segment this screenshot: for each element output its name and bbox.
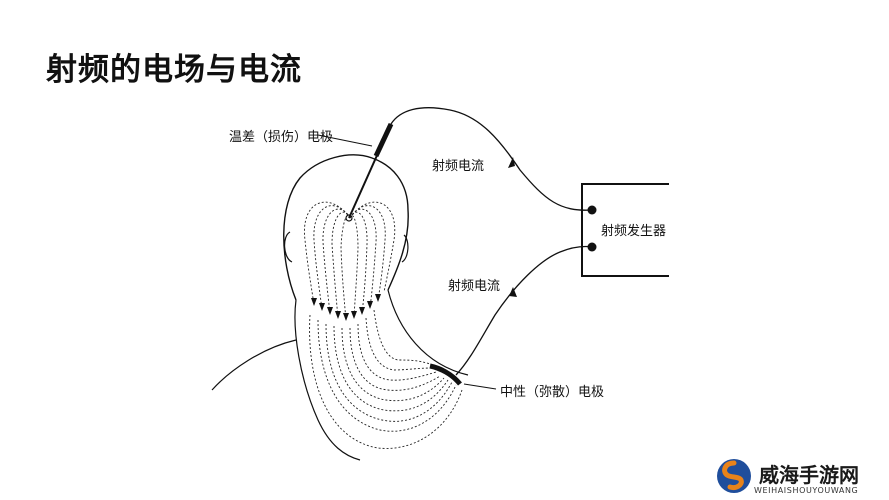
arrow-top: [508, 157, 515, 168]
field-lines-neck: [309, 309, 463, 449]
electrode-tip: [345, 214, 353, 222]
arrow-bottom: [509, 287, 517, 297]
head-outline: [283, 154, 409, 301]
field-arrowheads: [311, 294, 381, 321]
neutral-electrode-pointer: [463, 383, 497, 390]
temp-electrode-pointer: [317, 134, 373, 147]
generator-terminal-top: [587, 205, 597, 215]
neutral-electrode-label: 中性（弥散）电极: [500, 385, 605, 400]
rf-current-bottom-label: 射频电流: [448, 279, 501, 294]
left-ear: [284, 231, 293, 263]
cable-bottom: [455, 245, 593, 376]
shoulder-left: [211, 339, 297, 391]
generator-terminal-bottom: [587, 242, 597, 252]
rf-current-top-label: 射频电流: [432, 159, 485, 174]
shoulder-back: [387, 289, 469, 376]
field-lines-head: [304, 201, 396, 321]
watermark-name: 威海手游网: [759, 463, 859, 487]
watermark-logo-icon: [717, 459, 751, 493]
neutral-electrode-pad: [429, 363, 462, 386]
cable-top: [390, 107, 593, 211]
neck-left: [294, 299, 361, 461]
page-title: 射频的电场与电流: [46, 52, 302, 88]
temp-electrode-label: 温差（损伤）电极: [229, 130, 334, 145]
rf-generator-box: [581, 183, 669, 277]
temp-electrode-handle: [373, 122, 394, 158]
rf-generator-label: 射频发生器: [601, 224, 667, 239]
right-ear: [401, 234, 409, 263]
watermark-sub: WEIHAISHOUYOUWANG: [754, 486, 859, 495]
